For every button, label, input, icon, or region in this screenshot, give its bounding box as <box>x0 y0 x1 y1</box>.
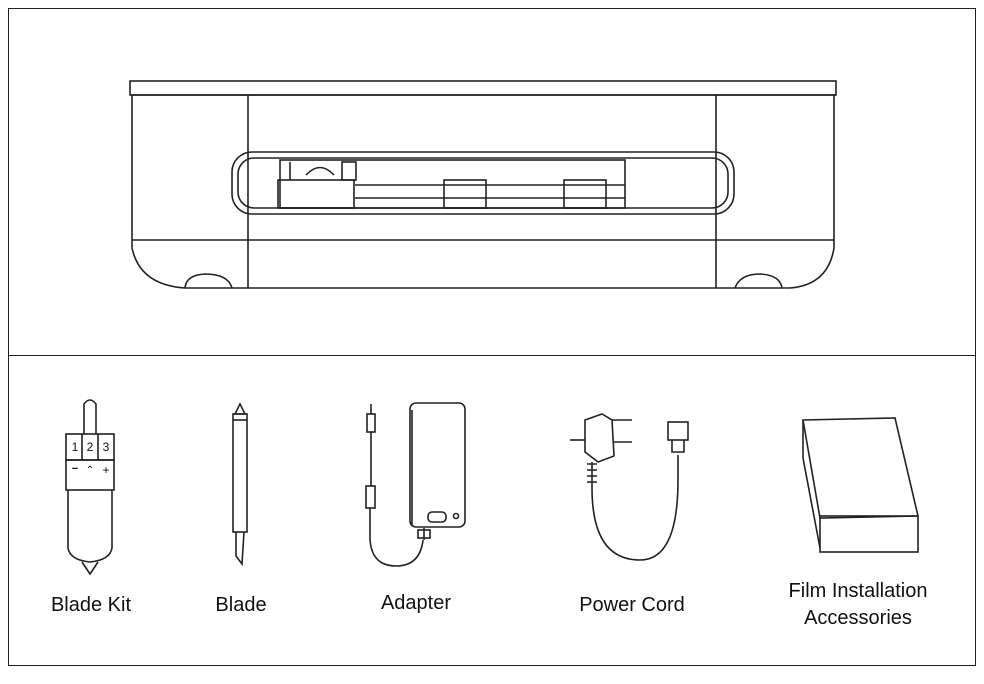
label-power-cord: Power Cord <box>579 594 685 616</box>
blade-kit-plus-icon: + <box>102 463 110 477</box>
label-adapter: Adapter <box>380 592 452 614</box>
machine-foot-left <box>184 273 233 289</box>
machine-window <box>231 151 735 215</box>
pinch-roller-2 <box>563 179 607 209</box>
blade-kit-dial-2: 2 <box>86 440 94 454</box>
blade-icon <box>232 402 248 567</box>
machine-body <box>131 94 835 289</box>
label-blade-kit: Blade Kit <box>50 594 132 616</box>
machine-foot-right <box>734 273 783 289</box>
section-divider <box>8 355 976 356</box>
label-film-installation-accessories: Film Installation Accessories <box>770 578 946 632</box>
blade-kit-up-icon: ⌃ <box>85 465 95 476</box>
label-film-line-1: Film Installation <box>788 580 928 602</box>
accessories-box-icon <box>802 417 920 553</box>
blade-kit-dial-3: 3 <box>102 440 110 454</box>
pinch-roller-1 <box>443 179 487 209</box>
label-blade: Blade <box>215 594 267 616</box>
adapter-icon <box>365 402 466 567</box>
power-cord-icon <box>570 413 689 561</box>
blade-kit-dial-1: 1 <box>71 440 79 454</box>
diagram-frame <box>8 8 976 666</box>
blade-kit-minus-icon: − <box>71 463 79 475</box>
blade-kit-icon <box>65 399 115 576</box>
tool-carriage <box>277 179 355 209</box>
label-film-line-2: Accessories <box>804 607 912 629</box>
